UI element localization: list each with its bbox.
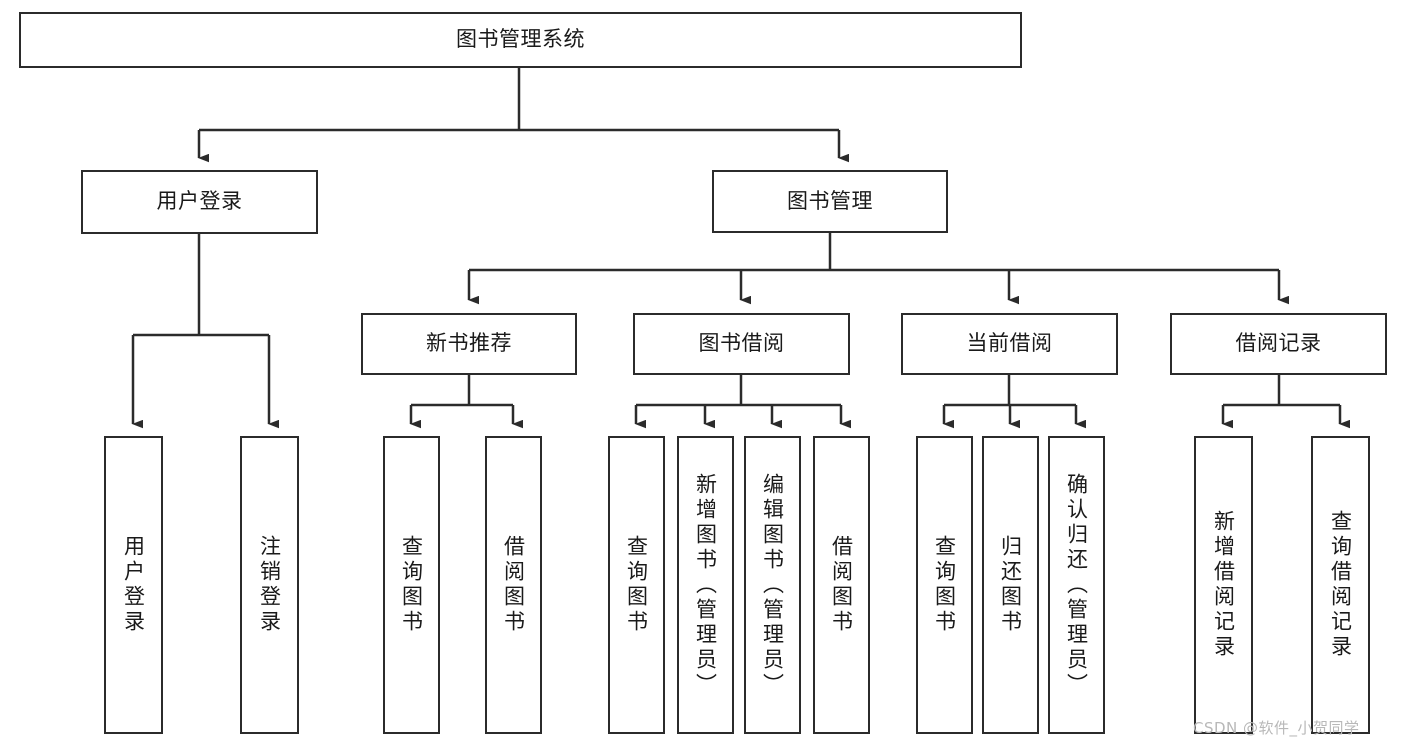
csdn-watermark: CSDN @软件_小贺同学 (1193, 719, 1360, 737)
node-label: 查询图书 (624, 535, 649, 635)
node-label: 查询图书 (932, 535, 957, 635)
node-label: 新增图书（管理员） (693, 472, 718, 698)
node-leaf-confirm-return[interactable]: 确认归还（管理员） (1048, 436, 1105, 734)
node-leaf-add-book[interactable]: 新增图书（管理员） (677, 436, 734, 734)
node-label: 确认归还（管理员） (1064, 472, 1089, 698)
node-label: 新书推荐 (426, 331, 512, 356)
node-leaf-query-book-1[interactable]: 查询图书 (383, 436, 440, 734)
node-label: 当前借阅 (966, 331, 1053, 356)
node-leaf-query-book-3[interactable]: 查询图书 (916, 436, 973, 734)
node-book-management[interactable]: 图书管理 (712, 170, 948, 233)
node-leaf-borrow-book-2[interactable]: 借阅图书 (813, 436, 870, 734)
node-book-borrow[interactable]: 图书借阅 (633, 313, 850, 375)
node-label: 图书管理 (787, 188, 873, 213)
node-leaf-logout[interactable]: 注销登录 (240, 436, 299, 734)
node-leaf-return-book[interactable]: 归还图书 (982, 436, 1039, 734)
node-label: 图书管理系统 (456, 27, 585, 52)
node-label: 借阅记录 (1235, 331, 1322, 356)
node-user-login[interactable]: 用户登录 (81, 170, 318, 234)
node-leaf-user-login[interactable]: 用户登录 (104, 436, 163, 734)
node-label: 编辑图书（管理员） (760, 472, 785, 698)
node-leaf-query-book-2[interactable]: 查询图书 (608, 436, 665, 734)
node-leaf-add-borrow-record[interactable]: 新增借阅记录 (1194, 436, 1253, 734)
node-leaf-query-borrow-record[interactable]: 查询借阅记录 (1311, 436, 1370, 734)
node-label: 图书借阅 (698, 331, 785, 356)
node-label: 查询借阅记录 (1328, 510, 1353, 660)
node-leaf-borrow-book-1[interactable]: 借阅图书 (485, 436, 542, 734)
node-borrow-record[interactable]: 借阅记录 (1170, 313, 1387, 375)
node-leaf-edit-book[interactable]: 编辑图书（管理员） (744, 436, 801, 734)
node-label: 借阅图书 (829, 535, 854, 635)
node-current-borrow[interactable]: 当前借阅 (901, 313, 1118, 375)
node-new-book-recommend[interactable]: 新书推荐 (361, 313, 577, 375)
node-label: 用户登录 (121, 535, 146, 635)
node-label: 归还图书 (998, 535, 1023, 635)
node-label: 查询图书 (399, 535, 424, 635)
node-label: 新增借阅记录 (1211, 510, 1236, 660)
node-label: 借阅图书 (501, 535, 526, 635)
node-label: 用户登录 (156, 189, 243, 214)
node-label: 注销登录 (257, 535, 282, 635)
node-root-book-management-system[interactable]: 图书管理系统 (19, 12, 1022, 68)
